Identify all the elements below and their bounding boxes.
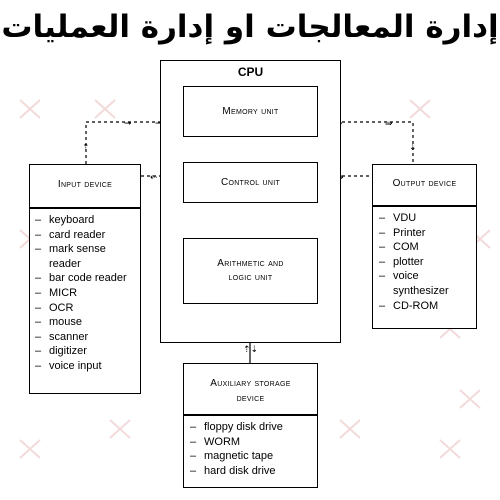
list-item-label: hard disk drive (204, 464, 276, 477)
bullet-dash-icon: – (190, 450, 197, 463)
bullet-dash-icon: – (35, 228, 42, 241)
list-item-label: voice input (49, 359, 102, 372)
list-item: –MICR (35, 286, 139, 301)
output-device-list-box: –VDU–Printer–COM–plotter–voice synthesiz… (372, 206, 477, 329)
bullet-dash-icon: – (35, 243, 42, 256)
list-item: –bar code reader (35, 271, 139, 286)
list-item: –WORM (190, 435, 316, 450)
arrow-updown-icon: ⇡⇣ (243, 345, 258, 355)
bullet-dash-icon: – (379, 255, 386, 268)
bullet-dash-icon: – (35, 301, 42, 314)
bullet-dash-icon: – (379, 241, 386, 254)
arrow-up-icon: ⇡ (82, 143, 90, 153)
arrow-left-icon: ⇠ (150, 173, 158, 183)
list-item: –mouse (35, 315, 139, 330)
list-item-label: CD-ROM (393, 299, 439, 312)
output-device-box: Output device (372, 164, 477, 206)
alu-box: Arithmetic and logic unit (183, 238, 318, 304)
bullet-dash-icon: – (35, 330, 42, 343)
list-item: –scanner (35, 330, 139, 345)
arrow-right-icon: ➞ (155, 119, 163, 129)
list-item-label: OCR (49, 301, 74, 314)
list-item: –VDU (379, 211, 475, 226)
list-item-label: floppy disk drive (204, 421, 283, 433)
list-item-label: mark sense reader (49, 243, 106, 270)
list-item-label: digitizer (49, 345, 87, 358)
arrow-down-icon: ⇣ (409, 143, 417, 153)
list-item: –OCR (35, 301, 139, 316)
bullet-dash-icon: – (35, 359, 42, 372)
list-item-label: Printer (393, 226, 426, 239)
list-item-label: voice synthesizer (393, 270, 449, 297)
list-item: –plotter (379, 255, 475, 270)
input-device-list-box: –keyboard–card reader–mark sense reader–… (29, 208, 141, 394)
input-device-list: –keyboard–card reader–mark sense reader–… (35, 213, 139, 374)
bullet-dash-icon: – (379, 226, 386, 239)
bullet-dash-icon: – (379, 212, 386, 224)
control-unit-label: Control unit (220, 177, 281, 188)
bullet-dash-icon: – (190, 435, 197, 448)
output-device-label: Output device (392, 178, 457, 189)
list-item-label: keyboard (49, 214, 95, 226)
bullet-dash-icon: – (35, 272, 42, 285)
input-device-label: Input device (57, 179, 113, 190)
list-item: –floppy disk drive (190, 420, 316, 435)
list-item-label: COM (393, 241, 419, 254)
arrow-right-icon: ➞ (124, 119, 132, 129)
list-item: –hard disk drive (190, 464, 316, 479)
alu-label: Arithmetic and logic unit (217, 258, 284, 283)
storage-device-label: Auxiliary storage device (210, 378, 291, 404)
output-device-list: –VDU–Printer–COM–plotter–voice synthesiz… (379, 211, 475, 313)
list-item-label: mouse (49, 316, 83, 329)
list-item-label: magnetic tape (204, 450, 274, 463)
bullet-dash-icon: – (379, 270, 386, 283)
storage-device-list-box: –floppy disk drive–WORM–magnetic tape–ha… (183, 415, 318, 488)
cpu-label: CPU (237, 65, 264, 79)
list-item: –card reader (35, 228, 139, 243)
bullet-dash-icon: – (379, 299, 386, 312)
storage-device-box: Auxiliary storage device (183, 363, 318, 415)
bullet-dash-icon: – (35, 214, 42, 226)
bullet-dash-icon: – (190, 421, 197, 433)
arrow-right-icon: ⇛ (385, 119, 393, 129)
list-item: –COM (379, 240, 475, 255)
list-item-label: MICR (49, 286, 78, 299)
list-item-label: card reader (49, 228, 106, 241)
input-device-box: Input device (29, 164, 141, 208)
list-item-label: plotter (393, 255, 424, 268)
bullet-dash-icon: – (190, 464, 197, 477)
list-item: –keyboard (35, 213, 139, 228)
list-item: –CD-ROM (379, 299, 475, 314)
list-item-label: scanner (49, 330, 89, 343)
list-item-label: VDU (393, 212, 417, 224)
list-item: –voice synthesizer (379, 269, 475, 298)
memory-unit-label: Memory unit (222, 106, 279, 117)
memory-unit-box: Memory unit (183, 86, 318, 137)
list-item-label: WORM (204, 435, 241, 448)
list-item: –Printer (379, 226, 475, 241)
list-item: –magnetic tape (190, 449, 316, 464)
list-item-label: bar code reader (49, 272, 127, 285)
bullet-dash-icon: – (35, 345, 42, 358)
bullet-dash-icon: – (35, 286, 42, 299)
bullet-dash-icon: – (35, 316, 42, 329)
storage-device-list: –floppy disk drive–WORM–magnetic tape–ha… (190, 420, 316, 478)
control-unit-box: Control unit (183, 162, 318, 203)
list-item: –voice input (35, 359, 139, 374)
page-title: إدارة المعالجات او إدارة العمليات (1, 9, 499, 45)
list-item: –digitizer (35, 344, 139, 359)
list-item: –mark sense reader (35, 242, 139, 271)
